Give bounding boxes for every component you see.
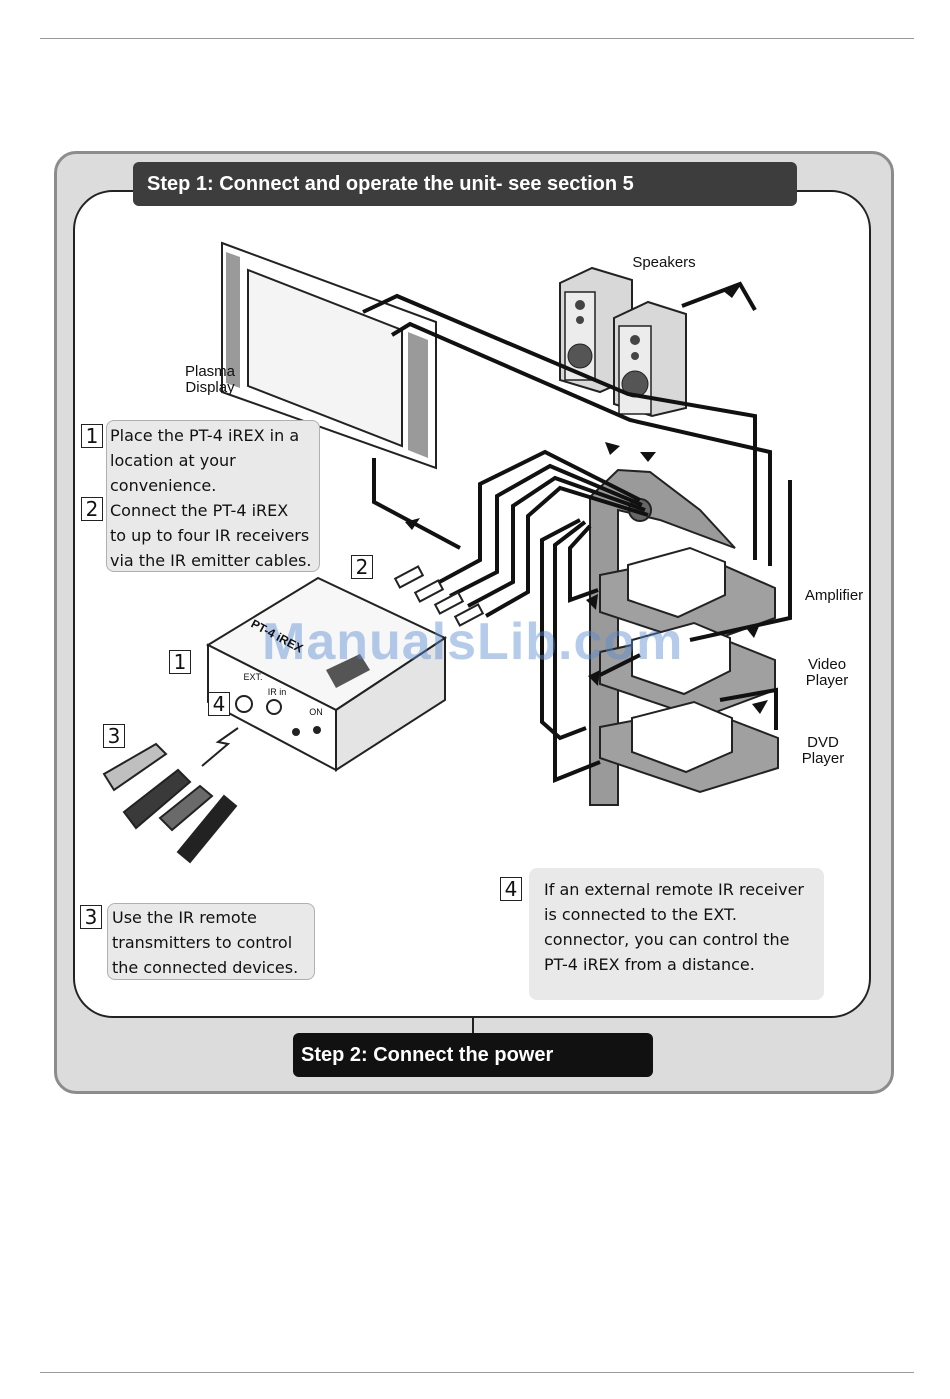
label-dvd-line1: DVD xyxy=(807,734,839,751)
note4-line4: PT-4 iREX from a distance. xyxy=(544,955,755,974)
note-1-2: Place the PT-4 iREX in a location at you… xyxy=(106,420,320,572)
step2-banner: Step 2: Connect the power xyxy=(293,1033,653,1077)
label-video-player: Video Player xyxy=(796,657,858,689)
note-3: Use the IR remote transmitters to contro… xyxy=(107,903,315,980)
note3-number: 3 xyxy=(80,905,102,929)
label-port-ext: EXT. xyxy=(243,672,263,682)
top-rule xyxy=(40,38,914,39)
note2-number: 2 xyxy=(81,497,103,521)
note1-line2: location at your xyxy=(110,451,236,470)
label-dvd-line2: Player xyxy=(801,750,845,767)
ir-emitter-cables xyxy=(431,449,792,783)
label-port-on: ON xyxy=(309,707,323,717)
signal-arrows xyxy=(405,286,768,714)
note4-line1: If an external remote IR receiver xyxy=(544,880,805,899)
label-port-ir: IR in xyxy=(267,687,287,697)
bottom-rule xyxy=(40,1372,914,1373)
note2-line1: Connect the PT-4 iREX xyxy=(110,501,289,520)
plasma-display xyxy=(221,241,437,470)
equipment-rack xyxy=(589,468,779,806)
note1-line1: Place the PT-4 iREX in a xyxy=(110,426,300,445)
note4-line2: is connected to the EXT. xyxy=(544,905,737,924)
ir-remote-transmitters xyxy=(102,742,238,864)
callout-1: 1 xyxy=(169,650,191,674)
note3-line3: the connected devices. xyxy=(112,958,299,977)
rca-plugs xyxy=(393,565,485,627)
label-dvd-player: DVD Player xyxy=(792,735,854,767)
pt4-irex-device xyxy=(205,576,448,772)
label-plasma-line1: Plasma xyxy=(184,363,236,380)
note-4: If an external remote IR receiver is con… xyxy=(529,868,824,1000)
note4-line3: connector, you can control the xyxy=(544,930,790,949)
step1-banner: Step 1: Connect and operate the unit- se… xyxy=(133,162,797,206)
speaker-cables xyxy=(362,281,772,566)
label-plasma-line2: Display xyxy=(185,379,235,396)
note1-number: 1 xyxy=(81,424,103,448)
note2-line2: to up to four IR receivers xyxy=(110,526,310,545)
speakers xyxy=(559,266,687,418)
note2-line3: via the IR emitter cables. xyxy=(110,551,312,570)
note1-line3: convenience. xyxy=(110,476,217,495)
watermark: ManualsLib.com xyxy=(262,613,684,671)
callout-3: 3 xyxy=(103,724,125,748)
label-plasma: Plasma Display xyxy=(172,364,248,396)
ir-signal-icon xyxy=(201,727,239,767)
callout-4: 4 xyxy=(208,692,230,716)
callout-2: 2 xyxy=(351,555,373,579)
label-video-line1: Video xyxy=(807,656,847,673)
note3-line1: Use the IR remote xyxy=(112,908,257,927)
label-speakers: Speakers xyxy=(632,254,696,271)
label-video-line2: Player xyxy=(805,672,849,689)
label-amplifier: Amplifier xyxy=(804,587,864,604)
note3-line2: transmitters to control xyxy=(112,933,293,952)
note4-number: 4 xyxy=(500,877,522,901)
